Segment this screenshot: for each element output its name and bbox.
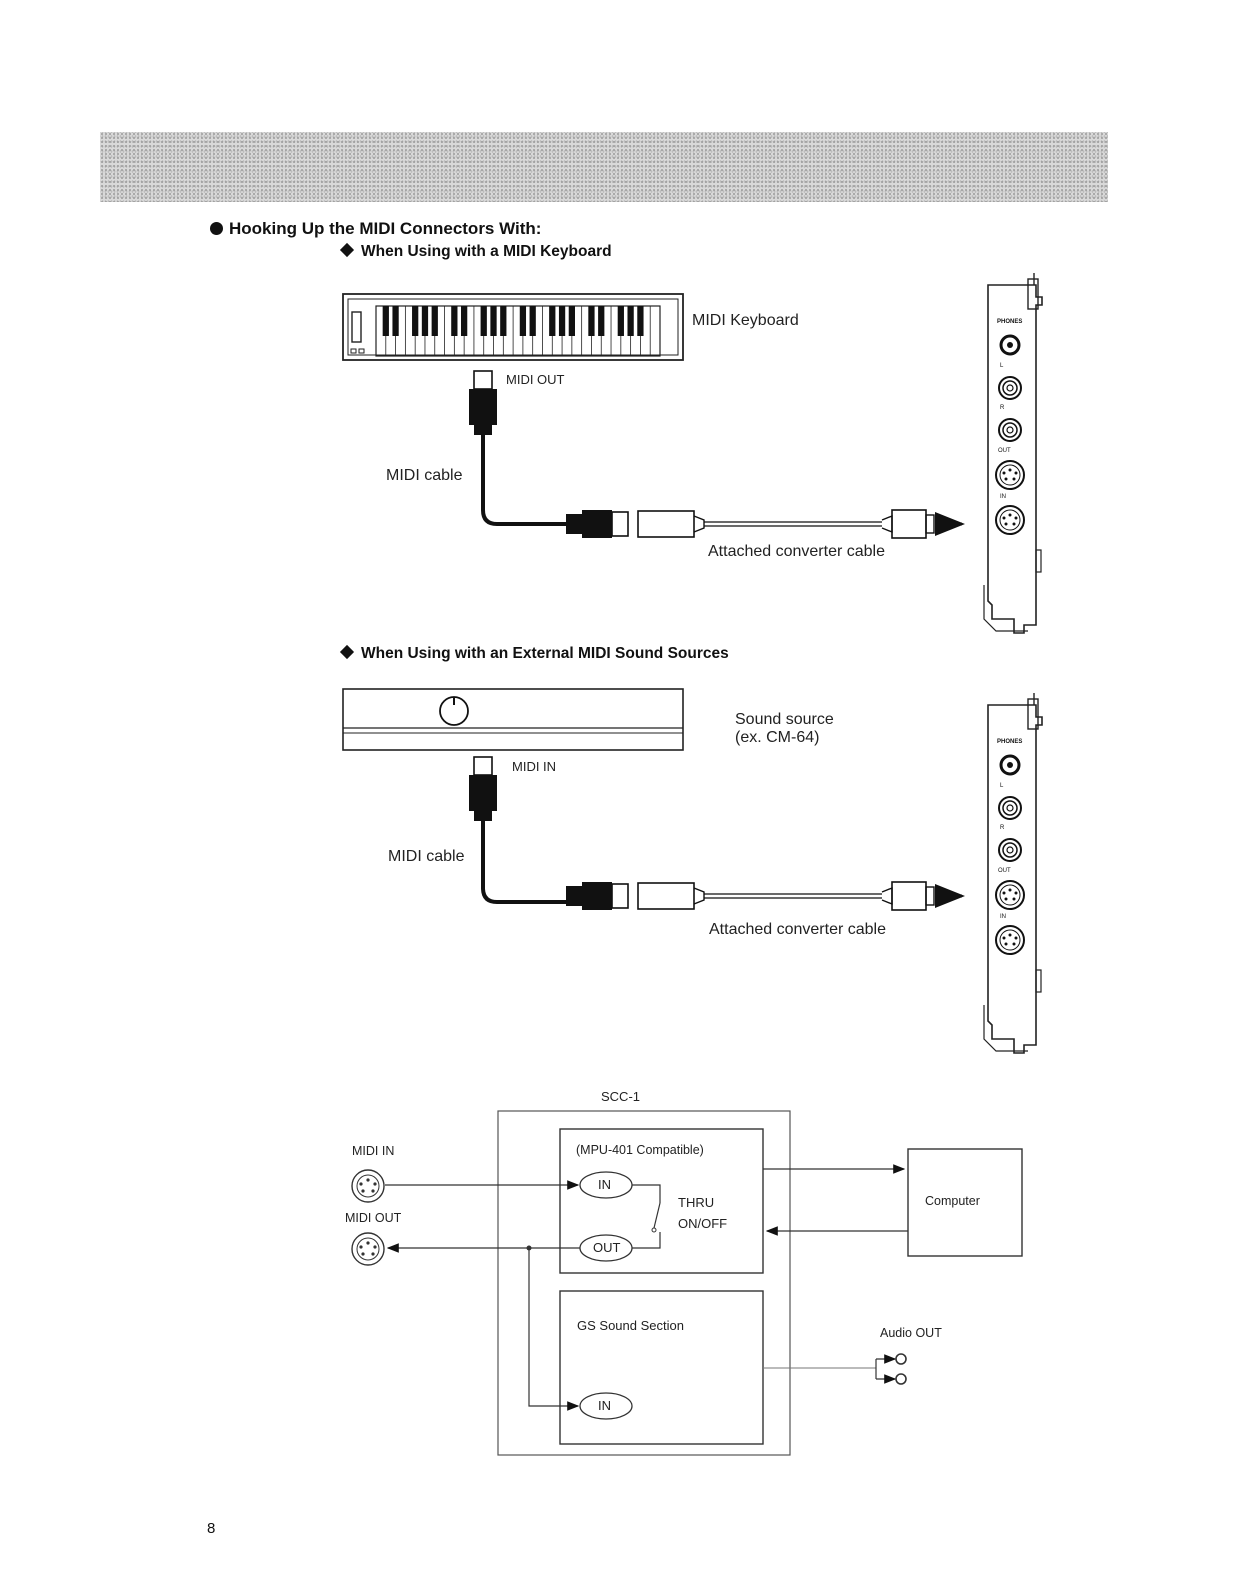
black-key [617, 306, 624, 336]
black-key [500, 306, 507, 336]
black-key [431, 306, 438, 336]
midi-cable-label: MIDI cable [386, 467, 463, 484]
thru-label: THRU [678, 1195, 715, 1210]
converter-cable-1 [566, 510, 962, 538]
midi-cable-1 [469, 370, 568, 526]
audio-out-jack-icon [895, 1373, 907, 1385]
midi-out-port-label: MIDI OUT [345, 1211, 402, 1225]
midi-in-port-label: MIDI IN [352, 1144, 395, 1158]
mpu401-box [559, 1128, 764, 1274]
black-key [627, 306, 634, 336]
black-key [637, 306, 644, 336]
phones-label: PHONES [997, 739, 1023, 745]
audio-out-jack-icon [895, 1353, 907, 1365]
black-key [598, 306, 605, 336]
out-label: OUT [998, 868, 1011, 874]
black-key [558, 306, 566, 336]
converter-cable-label: Attached converter cable [709, 921, 886, 938]
in-node-label: IN [598, 1177, 611, 1192]
black-key [382, 306, 389, 336]
midi-out-jack-icon [351, 1232, 385, 1266]
in-label: IN [1000, 914, 1006, 920]
black-key [588, 306, 595, 336]
black-key [490, 306, 497, 336]
r-label: R [1000, 825, 1005, 831]
black-key [549, 306, 556, 336]
black-key [451, 306, 458, 336]
black-key [480, 306, 487, 336]
block-diagram [351, 1110, 1023, 1456]
thru-onoff-label: ON/OFF [678, 1216, 728, 1231]
midi-in-label: MIDI IN [512, 759, 557, 774]
midi-in-jack-icon [351, 1169, 385, 1203]
out-node-label: OUT [593, 1240, 621, 1255]
l-label: L [1000, 783, 1004, 789]
sound-source-example-label: (ex. CM-64) [735, 729, 820, 746]
gs-section-label: GS Sound Section [577, 1318, 684, 1333]
midi-keyboard-illustration [342, 293, 684, 361]
black-key [412, 306, 419, 336]
black-key [392, 306, 399, 336]
midi-out-label: MIDI OUT [506, 372, 565, 387]
gs-sound-section-box [559, 1290, 764, 1445]
scc1-title: SCC-1 [601, 1089, 641, 1104]
computer-box [907, 1148, 1023, 1257]
black-key [568, 306, 575, 336]
sound-source-label: Sound source [735, 711, 834, 728]
page-number: 8 [207, 1520, 216, 1537]
black-key [529, 306, 536, 336]
in-label: IN [1000, 494, 1006, 500]
subheading-keyboard: When Using with a MIDI Keyboard [339, 242, 612, 261]
sound-source-illustration [342, 688, 684, 751]
mpu401-label: (MPU-401 Compatible) [576, 1143, 704, 1157]
subheading-sound-source: When Using with an External MIDI Sound S… [339, 644, 729, 663]
l-label: L [1000, 363, 1004, 369]
sound-card-2 [982, 691, 1044, 1055]
converter-cable-label: Attached converter cable [708, 543, 885, 560]
gs-in-node [579, 1392, 633, 1420]
midi-cable-label: MIDI cable [388, 848, 465, 865]
black-key [519, 306, 527, 336]
out-label: OUT [998, 448, 1011, 454]
phones-label: PHONES [997, 319, 1023, 325]
bullet-icon [210, 222, 223, 235]
section-banner [100, 132, 1108, 202]
midi-keyboard-label: MIDI Keyboard [692, 312, 799, 329]
section-heading: Hooking Up the MIDI Connectors With: [210, 219, 541, 239]
computer-label: Computer [925, 1194, 980, 1208]
midi-cable-2 [469, 756, 568, 904]
converter-cable-2 [566, 882, 962, 910]
gs-in-node-label: IN [598, 1398, 611, 1413]
audio-out-label: Audio OUT [880, 1326, 942, 1340]
sound-card-1 [982, 271, 1044, 635]
black-key [421, 306, 429, 336]
black-key [461, 306, 468, 336]
r-label: R [1000, 405, 1005, 411]
scc1-box [497, 1110, 791, 1456]
